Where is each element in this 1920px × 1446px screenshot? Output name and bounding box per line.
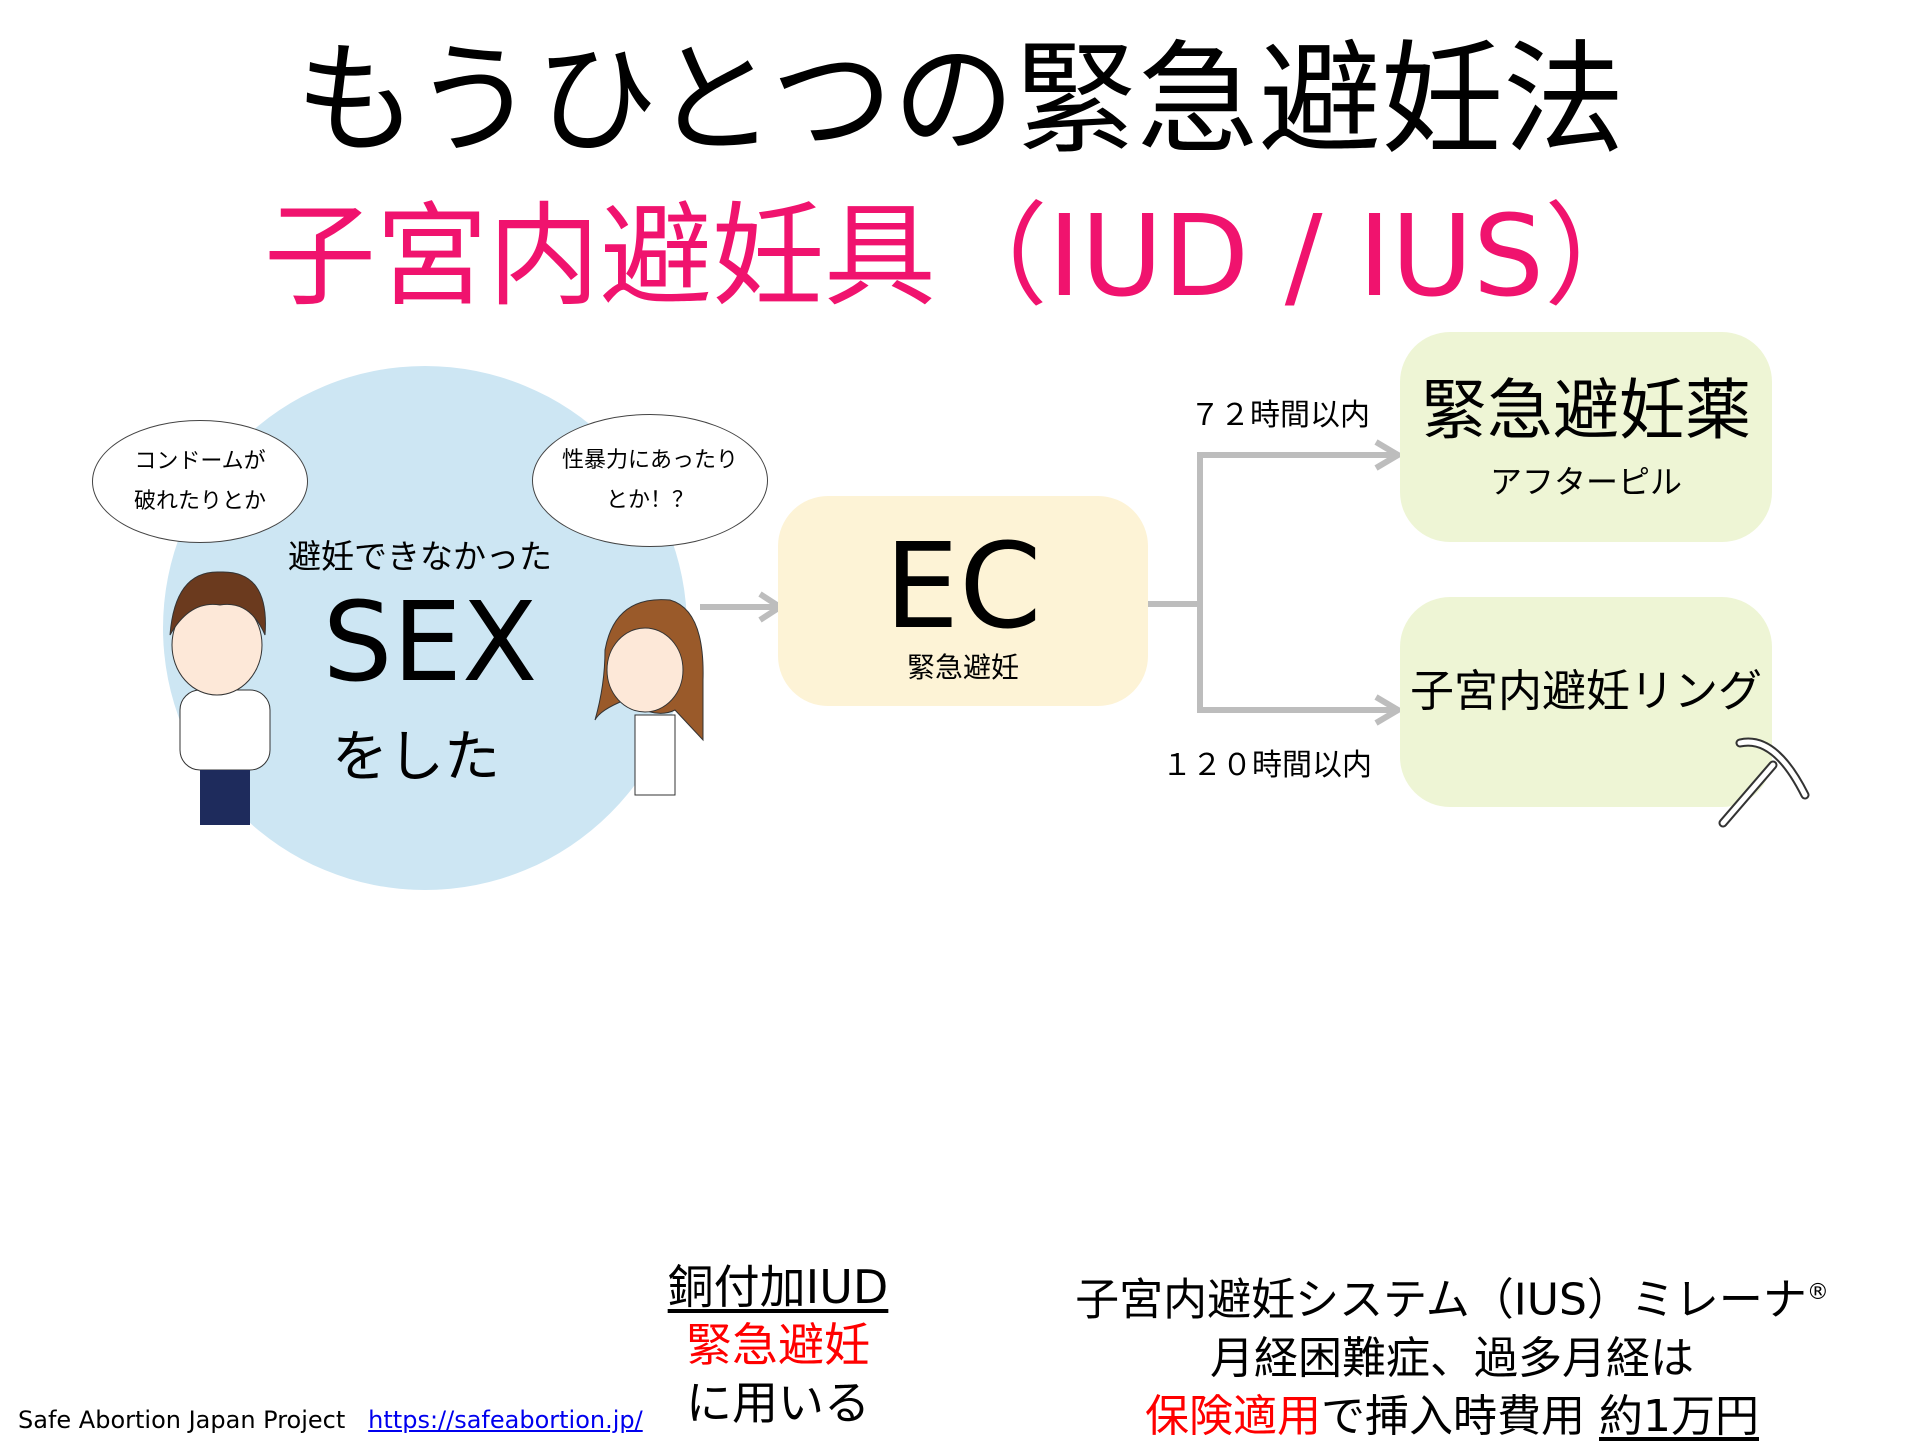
copper-iud-block: 銅付加IUD 緊急避妊 に用いる	[628, 1258, 928, 1432]
label-72h: ７２時間以内	[1190, 398, 1370, 433]
footer-org: Safe Abortion Japan Project	[18, 1406, 346, 1434]
speech-bubble-right: 性暴力にあったり とか！？	[532, 414, 768, 547]
ec-main: EC	[884, 517, 1042, 655]
ius-insurance: 保険適用	[1145, 1390, 1321, 1442]
registered-mark: ®	[1806, 1280, 1829, 1305]
pill-box: 緊急避妊薬 アフターピル	[1400, 332, 1772, 542]
ius-block: 子宮内避妊システム（IUS）ミレーナ® 月経困難症、過多月経は 保険適用で挿入時…	[1052, 1264, 1852, 1446]
title-line1: もうひとつの緊急避妊法	[295, 29, 1625, 171]
branch-lines	[1197, 452, 1398, 713]
circle-caption: 避妊できなかった	[288, 537, 552, 576]
bubble-right-line1: 性暴力にあったり	[561, 447, 738, 473]
pill-sub: アフターピル	[1489, 463, 1682, 501]
ius-title: 子宮内避妊システム（IUS）ミレーナ	[1075, 1274, 1807, 1326]
ius-indication: 月経困難症、過多月経は	[1210, 1332, 1694, 1384]
copper-iud-title: 銅付加IUD	[667, 1260, 889, 1314]
footer-link[interactable]: https://safeabortion.jp/	[368, 1406, 643, 1434]
bubble-right-line2: とか！？	[605, 487, 694, 513]
bubble-left-line2: 破れたりとか	[133, 488, 266, 514]
iud-main: 子宮内避妊リング	[1410, 666, 1762, 717]
girl-illustration	[594, 599, 704, 796]
ec-sub: 緊急避妊	[906, 651, 1019, 684]
ius-cost-text: で挿入時費用	[1321, 1390, 1599, 1442]
label-120h: １２０時間以内	[1162, 748, 1372, 783]
circle-main: SEX	[322, 578, 538, 706]
pill-main: 緊急避妊薬	[1421, 372, 1751, 449]
copper-iud-use: に用いる	[686, 1376, 870, 1430]
iud-box: 子宮内避妊リング	[1400, 597, 1772, 807]
circle-sub: をした	[332, 725, 500, 790]
bubble-left-line1: コンドームが	[134, 448, 266, 474]
copper-iud-ec: 緊急避妊	[686, 1318, 870, 1372]
ec-box: EC 緊急避妊	[778, 496, 1148, 706]
boy-illustration	[169, 571, 271, 825]
speech-bubble-left: コンドームが 破れたりとか	[92, 420, 308, 543]
footer: Safe Abortion Japan Project https://safe…	[18, 1406, 643, 1434]
ius-cost-value: 約1万円	[1599, 1390, 1759, 1442]
flow-arrows	[700, 439, 1404, 726]
iud-device-icon	[1718, 737, 1810, 828]
title-line2: 子宮内避妊具（IUD / IUS）	[263, 192, 1657, 322]
